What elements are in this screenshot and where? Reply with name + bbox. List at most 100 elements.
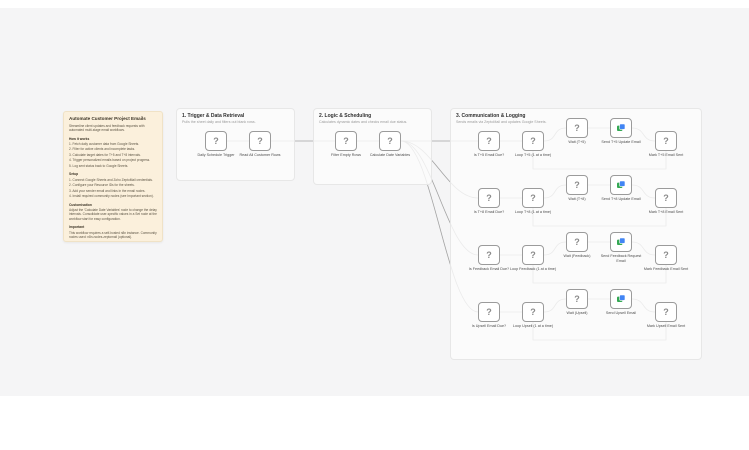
node-box[interactable]: ? [478,245,500,265]
node-label: Is T+5 Email Due? [473,153,505,157]
node-label: Mark T+8 Email Sent [648,210,684,214]
unknown-node-icon: ? [213,135,219,146]
node-box[interactable]: ? [379,131,401,151]
sticky-section-line: 5. Log sent status back to Google Sheets… [69,163,129,168]
node-wait-t5[interactable]: ?Wait (T+5) [566,118,588,144]
group-subtitle: Sends emails via ZeptoMail and updates G… [456,120,547,124]
node-box[interactable]: ? [566,175,588,195]
unknown-node-icon: ? [530,306,536,317]
node-box[interactable] [610,175,632,195]
node-wait-t8[interactable]: ?Wait (T+8) [566,175,588,201]
node-box[interactable] [610,232,632,252]
node-box[interactable]: ? [249,131,271,151]
node-label: Wait (Feedback) [563,254,591,258]
unknown-node-icon: ? [663,135,669,146]
node-wait-feedback[interactable]: ? Wait (Feedback) [564,232,590,258]
node-daily-schedule-trigger[interactable]: ? Daily Schedule Trigger [197,131,235,157]
node-box[interactable]: ? [566,118,588,138]
node-box[interactable]: ? [478,188,500,208]
sticky-section-line: This workflow requires a self-hosted n8n… [69,230,157,240]
node-mark-feedback-email-sent[interactable]: ?Mark Feedback Email Sent [644,245,688,271]
node-calculate-date-variables[interactable]: ? Calculate Date Variables [370,131,410,157]
node-label: Filter Empty Rows [331,153,361,157]
sticky-note-title: Automate Customer Project Emails [69,116,146,121]
sticky-section-line: 3. Calculate target dates for T+5 and T+… [69,152,141,157]
node-label: Wait (Upsell) [566,311,588,315]
node-box[interactable]: ? [522,245,544,265]
node-is-feedback-email-due[interactable]: ? Is Feedback Email Due? [469,245,509,271]
node-is-t5-email-due[interactable]: ? Is T+5 Email Due? [474,131,504,157]
mail-icon [617,180,626,188]
node-label: Send T+8 Update Email [601,197,641,201]
node-is-t8-email-due[interactable]: ?Is T+8 Email Due? [474,188,504,214]
sticky-note-intro: Streamline client updates and feedback r… [69,123,145,133]
node-send-t8-update-email[interactable]: Send T+8 Update Email [601,175,641,201]
node-box[interactable]: ? [478,302,500,322]
unknown-node-icon: ? [663,306,669,317]
node-label: Loop Feedback (1 at a time) [509,267,557,271]
node-loop-feedback[interactable]: ? Loop Feedback (1 at a time) [510,245,556,271]
sticky-section-line: Adjust the 'Calculate Date Variables' no… [69,207,157,221]
sticky-section-line: 1. Fetch daily customer data from Google… [69,141,140,146]
node-box[interactable]: ? [655,131,677,151]
node-send-feedback-request-email[interactable]: Send Feedback Request Email [601,232,641,263]
node-label: Daily Schedule Trigger [197,153,235,157]
sticky-note[interactable]: Automate Customer Project Emails Streaml… [63,111,163,242]
node-read-all-customer-rows[interactable]: ?Read All Customer Rows [240,131,281,157]
node-label: Is Feedback Email Due? [468,267,510,271]
unknown-node-icon: ? [530,192,536,203]
node-wait-upsell[interactable]: ? Wait (Upsell) [566,289,588,315]
node-box[interactable] [610,118,632,138]
sticky-section-heading: Customisation [69,202,92,207]
node-label: Calculate Date Variables [369,153,411,157]
node-label: Mark Upsell Email Sent [646,324,686,328]
node-box[interactable]: ? [478,131,500,151]
node-send-t5-update-email[interactable]: Send T+5 Update Email [601,118,641,144]
node-box[interactable]: ? [655,245,677,265]
unknown-node-icon: ? [257,135,263,146]
node-loop-t8[interactable]: ? Loop T+8 (1 at a time) [515,188,551,214]
node-box[interactable]: ? [566,232,588,252]
group-subtitle: Calculates dynamic dates and checks emai… [319,120,408,124]
sticky-section-line: 2. Configure your Resource IDs for the s… [69,183,135,188]
mail-icon [617,237,626,245]
node-box[interactable]: ? [522,302,544,322]
sticky-section-line: 1. Connect Google Sheets and Zoho ZeptoM… [69,177,153,182]
unknown-node-icon: ? [574,293,580,304]
sticky-section-heading: Important [69,225,85,230]
group-title: 3. Communication & Logging [456,113,526,119]
node-mark-t8-email-sent[interactable]: ? Mark T+8 Email Sent [649,188,683,214]
node-label: Loop T+5 (1 at a time) [514,153,552,157]
node-box[interactable]: ? [522,188,544,208]
unknown-node-icon: ? [530,249,536,260]
unknown-node-icon: ? [663,249,669,260]
group-subtitle: Pulls the sheet daily and filters out bl… [182,120,256,124]
node-box[interactable]: ? [655,188,677,208]
node-loop-t5[interactable]: ? Loop T+5 (1 at a time) [515,131,551,157]
node-label: Mark T+5 Email Sent [648,153,684,157]
node-label: Send T+5 Update Email [601,140,641,144]
unknown-node-icon: ? [574,236,580,247]
node-loop-upsell[interactable]: ?Loop Upsell (1 at a time) [513,302,553,328]
node-label: Loop T+8 (1 at a time) [514,210,552,214]
node-send-upsell-email[interactable]: Send Upsell Email [606,289,636,315]
node-box[interactable]: ? [205,131,227,151]
node-box[interactable]: ? [335,131,357,151]
sticky-section-line: 4. Trigger personalized emails based on … [69,158,151,163]
sticky-section-line: 4. Install required community nodes (see… [69,194,154,199]
mail-icon [617,123,626,131]
node-box[interactable]: ? [655,302,677,322]
node-box[interactable]: ? [522,131,544,151]
node-mark-t5-email-sent[interactable]: ? Mark T+5 Email Sent [649,131,683,157]
group-title: 1. Trigger & Data Retrieval [182,113,245,119]
node-is-upsell-email-due[interactable]: ?Is Upsell Email Due? [472,302,506,328]
node-box[interactable]: ? [566,289,588,309]
unknown-node-icon: ? [486,135,492,146]
node-mark-upsell-email-sent[interactable]: ? Mark Upsell Email Sent [647,302,685,328]
node-filter-empty-rows[interactable]: ? Filter Empty Rows [331,131,361,157]
node-box[interactable] [610,289,632,309]
